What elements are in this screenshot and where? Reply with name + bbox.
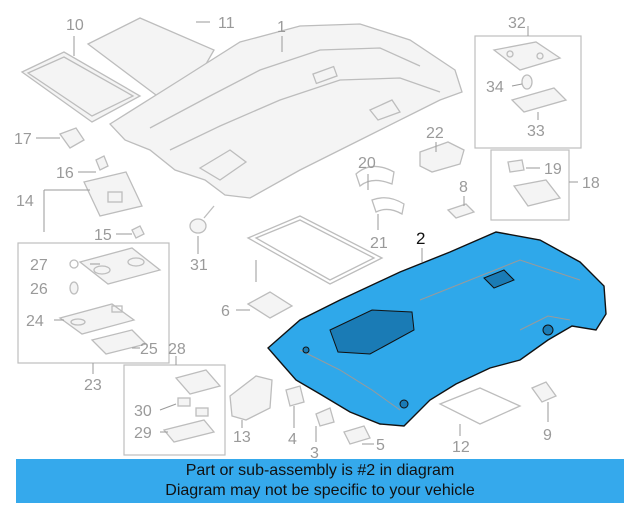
part-26-lens [69,281,79,295]
info-banner: Part or sub-assembly is #2 in diagram Di… [16,459,624,503]
callout-21: 21 [370,235,388,252]
part-13-bracket [229,375,273,421]
callout-33: 33 [527,123,545,140]
part-30-bulb [177,397,209,417]
part-28-lamp [174,369,222,395]
part-15-clip [131,225,145,239]
callout-16: 16 [56,165,74,182]
callout-23: 23 [84,377,102,394]
callout-14: 14 [16,193,34,210]
callout-32: 32 [508,15,526,32]
callout-30: 30 [134,403,152,420]
callout-27: 27 [30,257,48,274]
part-31-mic [189,205,215,234]
part-19-bulb [507,159,525,173]
callout-26: 26 [30,281,48,298]
callout-15: 15 [94,227,112,244]
callout-13: 13 [233,429,251,446]
part-16-clip [95,155,109,171]
part-14-sunvisor [83,171,143,217]
callout-24: 24 [26,313,44,330]
part-5-clip [343,425,371,445]
callout-10: 10 [66,17,84,34]
part-32-console [492,41,562,71]
callout-31: 31 [190,257,208,274]
part-7-frame [246,215,384,285]
part-10-mat [20,51,142,123]
callout-9: 9 [543,427,552,444]
part-3-clip [315,407,335,427]
callout-20: 20 [358,155,376,172]
part-8-pad [446,203,476,219]
part-9-clip [531,381,557,403]
part-1-headliner [108,23,463,199]
callout-25: 25 [140,341,158,358]
part-17-holder [58,127,85,149]
part-12-pad [438,387,522,425]
part-18-box [490,149,570,221]
callout-labels: 10 11 1 32 34 33 17 22 16 20 19 18 8 14 … [14,15,600,462]
part-28-box [123,364,226,456]
callout-18: 18 [582,175,600,192]
part-23-console [78,247,162,285]
callout-5: 5 [376,437,385,454]
part-6-pad [246,291,294,319]
part-24-panel [58,303,136,335]
callout-6: 6 [221,303,230,320]
banner-line-1: Part or sub-assembly is #2 in diagram [185,462,455,479]
part-22-bracket [419,141,465,173]
callout-34: 34 [486,79,504,96]
part-4-clip [285,385,305,407]
part-25-panel [90,329,148,355]
callout-28: 28 [168,341,186,358]
callout-29: 29 [134,425,152,442]
leader-lines [36,21,578,445]
callout-4: 4 [288,431,297,448]
callout-8: 8 [459,179,468,196]
part-33-cover [510,87,568,113]
callout-17: 17 [14,131,32,148]
part-18-lamp [512,179,562,207]
callout-3: 3 [310,445,319,462]
part-27-bulb [69,259,79,269]
callout-2: 2 [416,229,425,248]
part-29-lens [162,419,216,443]
part-21-handle [371,197,405,216]
part-34-lens [521,74,533,90]
banner-line-2: Diagram may not be specific to your vehi… [165,482,475,499]
callout-1: 1 [277,19,286,36]
part-2-headliner-highlighted [267,231,607,427]
callout-12: 12 [452,439,470,456]
callout-11: 11 [218,15,235,32]
callout-19: 19 [544,161,562,178]
part-20-handle [355,165,395,188]
callout-22: 22 [426,125,444,142]
